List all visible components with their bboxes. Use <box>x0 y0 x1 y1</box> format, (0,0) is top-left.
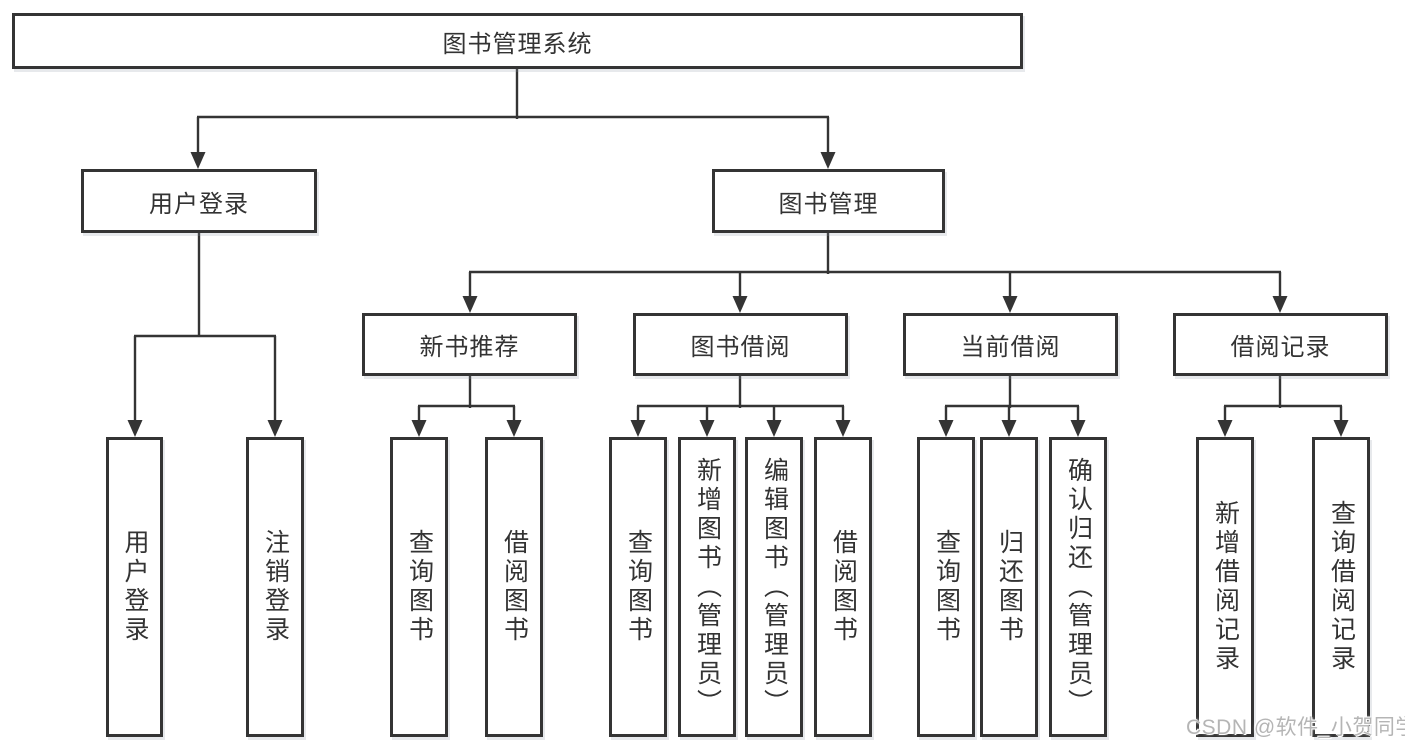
leaf-query-books-borrow: 查询图书 <box>609 437 667 737</box>
arrowhead-icon <box>820 152 836 169</box>
leaf-borrow-books: 借阅图书 <box>814 437 872 737</box>
leaf-add-borrow-record: 新增借阅记录 <box>1196 437 1254 737</box>
arrowhead-icon <box>699 420 715 437</box>
arrowhead-icon <box>127 420 143 437</box>
arrowhead-icon <box>630 420 646 437</box>
arrowhead-icon <box>411 420 427 437</box>
node-new-book-recommendation: 新书推荐 <box>362 313 577 376</box>
arrowhead-icon <box>938 420 954 437</box>
leaf-logout: 注销登录 <box>246 437 304 737</box>
node-library-management-system: 图书管理系统 <box>12 13 1023 69</box>
leaf-confirm-return-admin: 确认归还（管理员） <box>1049 437 1107 737</box>
watermark: CSDN @软件_小贺同学 <box>1186 716 1405 739</box>
leaf-user-login: 用户登录 <box>106 437 163 737</box>
arrowhead-icon <box>732 296 748 313</box>
leaf-query-books-current: 查询图书 <box>917 437 975 737</box>
arrowhead-icon <box>1001 420 1017 437</box>
leaf-edit-book-admin: 编辑图书（管理员） <box>745 437 803 737</box>
arrowhead-icon <box>506 420 522 437</box>
node-user-login: 用户登录 <box>81 169 317 233</box>
node-book-management: 图书管理 <box>712 169 945 233</box>
arrowhead-icon <box>835 420 851 437</box>
node-current-borrowing: 当前借阅 <box>903 313 1118 376</box>
node-borrowing-records: 借阅记录 <box>1173 313 1388 376</box>
arrowhead-icon <box>1272 296 1288 313</box>
arrowhead-icon <box>1217 420 1233 437</box>
arrowhead-icon <box>1070 420 1086 437</box>
node-book-borrowing: 图书借阅 <box>633 313 848 376</box>
arrowhead-icon <box>1002 296 1018 313</box>
leaf-add-book-admin: 新增图书（管理员） <box>678 437 736 737</box>
arrowhead-icon <box>267 420 283 437</box>
leaf-query-books-recommend: 查询图书 <box>390 437 448 737</box>
arrowhead-icon <box>190 152 206 169</box>
leaf-borrow-books-recommend: 借阅图书 <box>485 437 543 737</box>
arrowhead-icon <box>1333 420 1349 437</box>
arrowhead-icon <box>462 296 478 313</box>
arrowhead-icon <box>766 420 782 437</box>
leaf-query-borrow-record: 查询借阅记录 <box>1312 437 1370 737</box>
leaf-return-books: 归还图书 <box>980 437 1038 737</box>
